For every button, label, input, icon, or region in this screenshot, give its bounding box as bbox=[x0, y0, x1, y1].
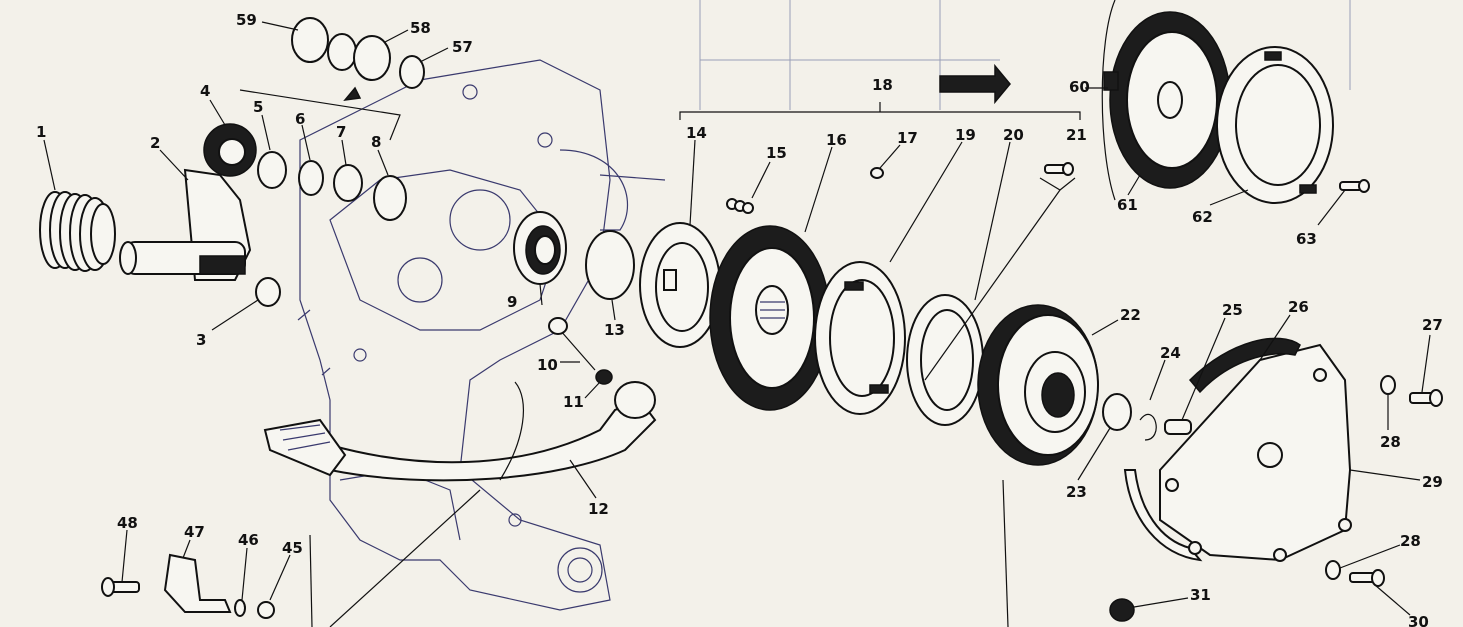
label-27: 27 bbox=[1422, 316, 1443, 334]
arrow-up-icon bbox=[343, 86, 362, 101]
label-10: 10 bbox=[537, 356, 558, 374]
label-4: 4 bbox=[200, 82, 210, 100]
background-table bbox=[699, 0, 1351, 110]
label-1: 1 bbox=[36, 123, 46, 141]
group-bracket-18 bbox=[679, 102, 1081, 120]
part-circlip-13 bbox=[585, 230, 635, 300]
label-24: 24 bbox=[1160, 344, 1181, 362]
direction-arrow-icon bbox=[939, 63, 1011, 105]
label-62: 62 bbox=[1192, 208, 1213, 226]
label-17: 17 bbox=[897, 129, 918, 147]
part-gear-61 bbox=[1103, 11, 1231, 189]
group-bracket-60 bbox=[1101, 0, 1116, 201]
part-bolt-27 bbox=[1409, 389, 1443, 407]
part-spring bbox=[39, 191, 116, 272]
part-bolt-63 bbox=[1339, 179, 1370, 193]
part-clutch-plate-19 bbox=[814, 261, 906, 415]
label-7: 7 bbox=[336, 123, 346, 141]
label-47: 47 bbox=[184, 523, 205, 541]
part-nut-45 bbox=[257, 601, 275, 619]
part-circlip-8 bbox=[373, 175, 407, 221]
part-plate-62 bbox=[1216, 46, 1334, 204]
label-9: 9 bbox=[507, 293, 517, 311]
part-circlip-57 bbox=[399, 55, 425, 89]
part-kick-segment bbox=[119, 168, 252, 281]
part-pin-17 bbox=[870, 167, 884, 179]
part-ratchet-7 bbox=[333, 164, 363, 202]
label-18: 18 bbox=[872, 76, 893, 94]
part-washer-23 bbox=[1102, 393, 1132, 431]
label-3: 3 bbox=[196, 331, 206, 349]
part-cap-31 bbox=[1109, 598, 1135, 622]
label-20: 20 bbox=[1003, 126, 1024, 144]
part-ring-58 bbox=[353, 35, 391, 81]
part-kick-lever bbox=[263, 381, 657, 482]
part-bolt-10 bbox=[548, 317, 596, 371]
label-16: 16 bbox=[826, 131, 847, 149]
label-29: 29 bbox=[1422, 473, 1443, 491]
part-bolt-21 bbox=[1044, 162, 1074, 176]
part-clutch-drum-22 bbox=[977, 304, 1099, 466]
label-30: 30 bbox=[1408, 613, 1429, 627]
label-45: 45 bbox=[282, 539, 303, 557]
label-28-upper: 28 bbox=[1380, 433, 1401, 451]
part-clip-24 bbox=[1139, 413, 1157, 441]
label-8: 8 bbox=[371, 133, 381, 151]
label-63: 63 bbox=[1296, 230, 1317, 248]
label-58: 58 bbox=[410, 19, 431, 37]
part-sleeve-25 bbox=[1164, 419, 1192, 435]
label-19: 19 bbox=[955, 126, 976, 144]
label-21: 21 bbox=[1066, 126, 1087, 144]
label-25: 25 bbox=[1222, 301, 1243, 319]
part-bolt-30 bbox=[1349, 569, 1385, 587]
label-26: 26 bbox=[1288, 298, 1309, 316]
label-6: 6 bbox=[295, 110, 305, 128]
label-2: 2 bbox=[150, 134, 160, 152]
part-washer-28a bbox=[1380, 375, 1396, 395]
callout-labels: 1 2 3 4 5 6 7 8 9 10 11 12 13 14 15 16 1… bbox=[36, 11, 1443, 627]
label-48: 48 bbox=[117, 514, 138, 532]
part-sprocket bbox=[203, 123, 257, 177]
label-59: 59 bbox=[236, 11, 257, 29]
part-spring-15 bbox=[726, 198, 754, 214]
label-11: 11 bbox=[563, 393, 584, 411]
part-bolt-48 bbox=[101, 577, 140, 597]
label-31: 31 bbox=[1190, 586, 1211, 604]
part-ring-59b bbox=[327, 33, 357, 71]
label-5: 5 bbox=[253, 98, 263, 116]
part-washer-28b bbox=[1325, 560, 1341, 580]
part-nut-11 bbox=[595, 369, 613, 385]
label-22: 22 bbox=[1120, 306, 1141, 324]
label-15: 15 bbox=[766, 144, 787, 162]
part-bearing bbox=[513, 211, 567, 285]
leader-lines bbox=[43, 21, 1431, 627]
part-washer-6 bbox=[298, 160, 324, 196]
part-washer-5 bbox=[257, 151, 287, 189]
part-bracket-47 bbox=[163, 553, 232, 613]
part-gasket-14 bbox=[639, 222, 721, 348]
part-washer-46 bbox=[234, 599, 246, 617]
label-12: 12 bbox=[588, 500, 609, 518]
label-14: 14 bbox=[686, 124, 707, 142]
label-13: 13 bbox=[604, 321, 625, 339]
label-57: 57 bbox=[452, 38, 473, 56]
label-28-lower: 28 bbox=[1400, 532, 1421, 550]
part-washer-3 bbox=[255, 277, 281, 307]
part-gear-16 bbox=[709, 225, 831, 411]
label-61: 61 bbox=[1117, 196, 1138, 214]
label-46: 46 bbox=[238, 531, 259, 549]
part-ring-20 bbox=[906, 294, 984, 426]
label-23: 23 bbox=[1066, 483, 1087, 501]
part-ring-59 bbox=[291, 17, 329, 63]
label-60: 60 bbox=[1069, 78, 1090, 96]
part-cover-29 bbox=[1123, 337, 1352, 562]
